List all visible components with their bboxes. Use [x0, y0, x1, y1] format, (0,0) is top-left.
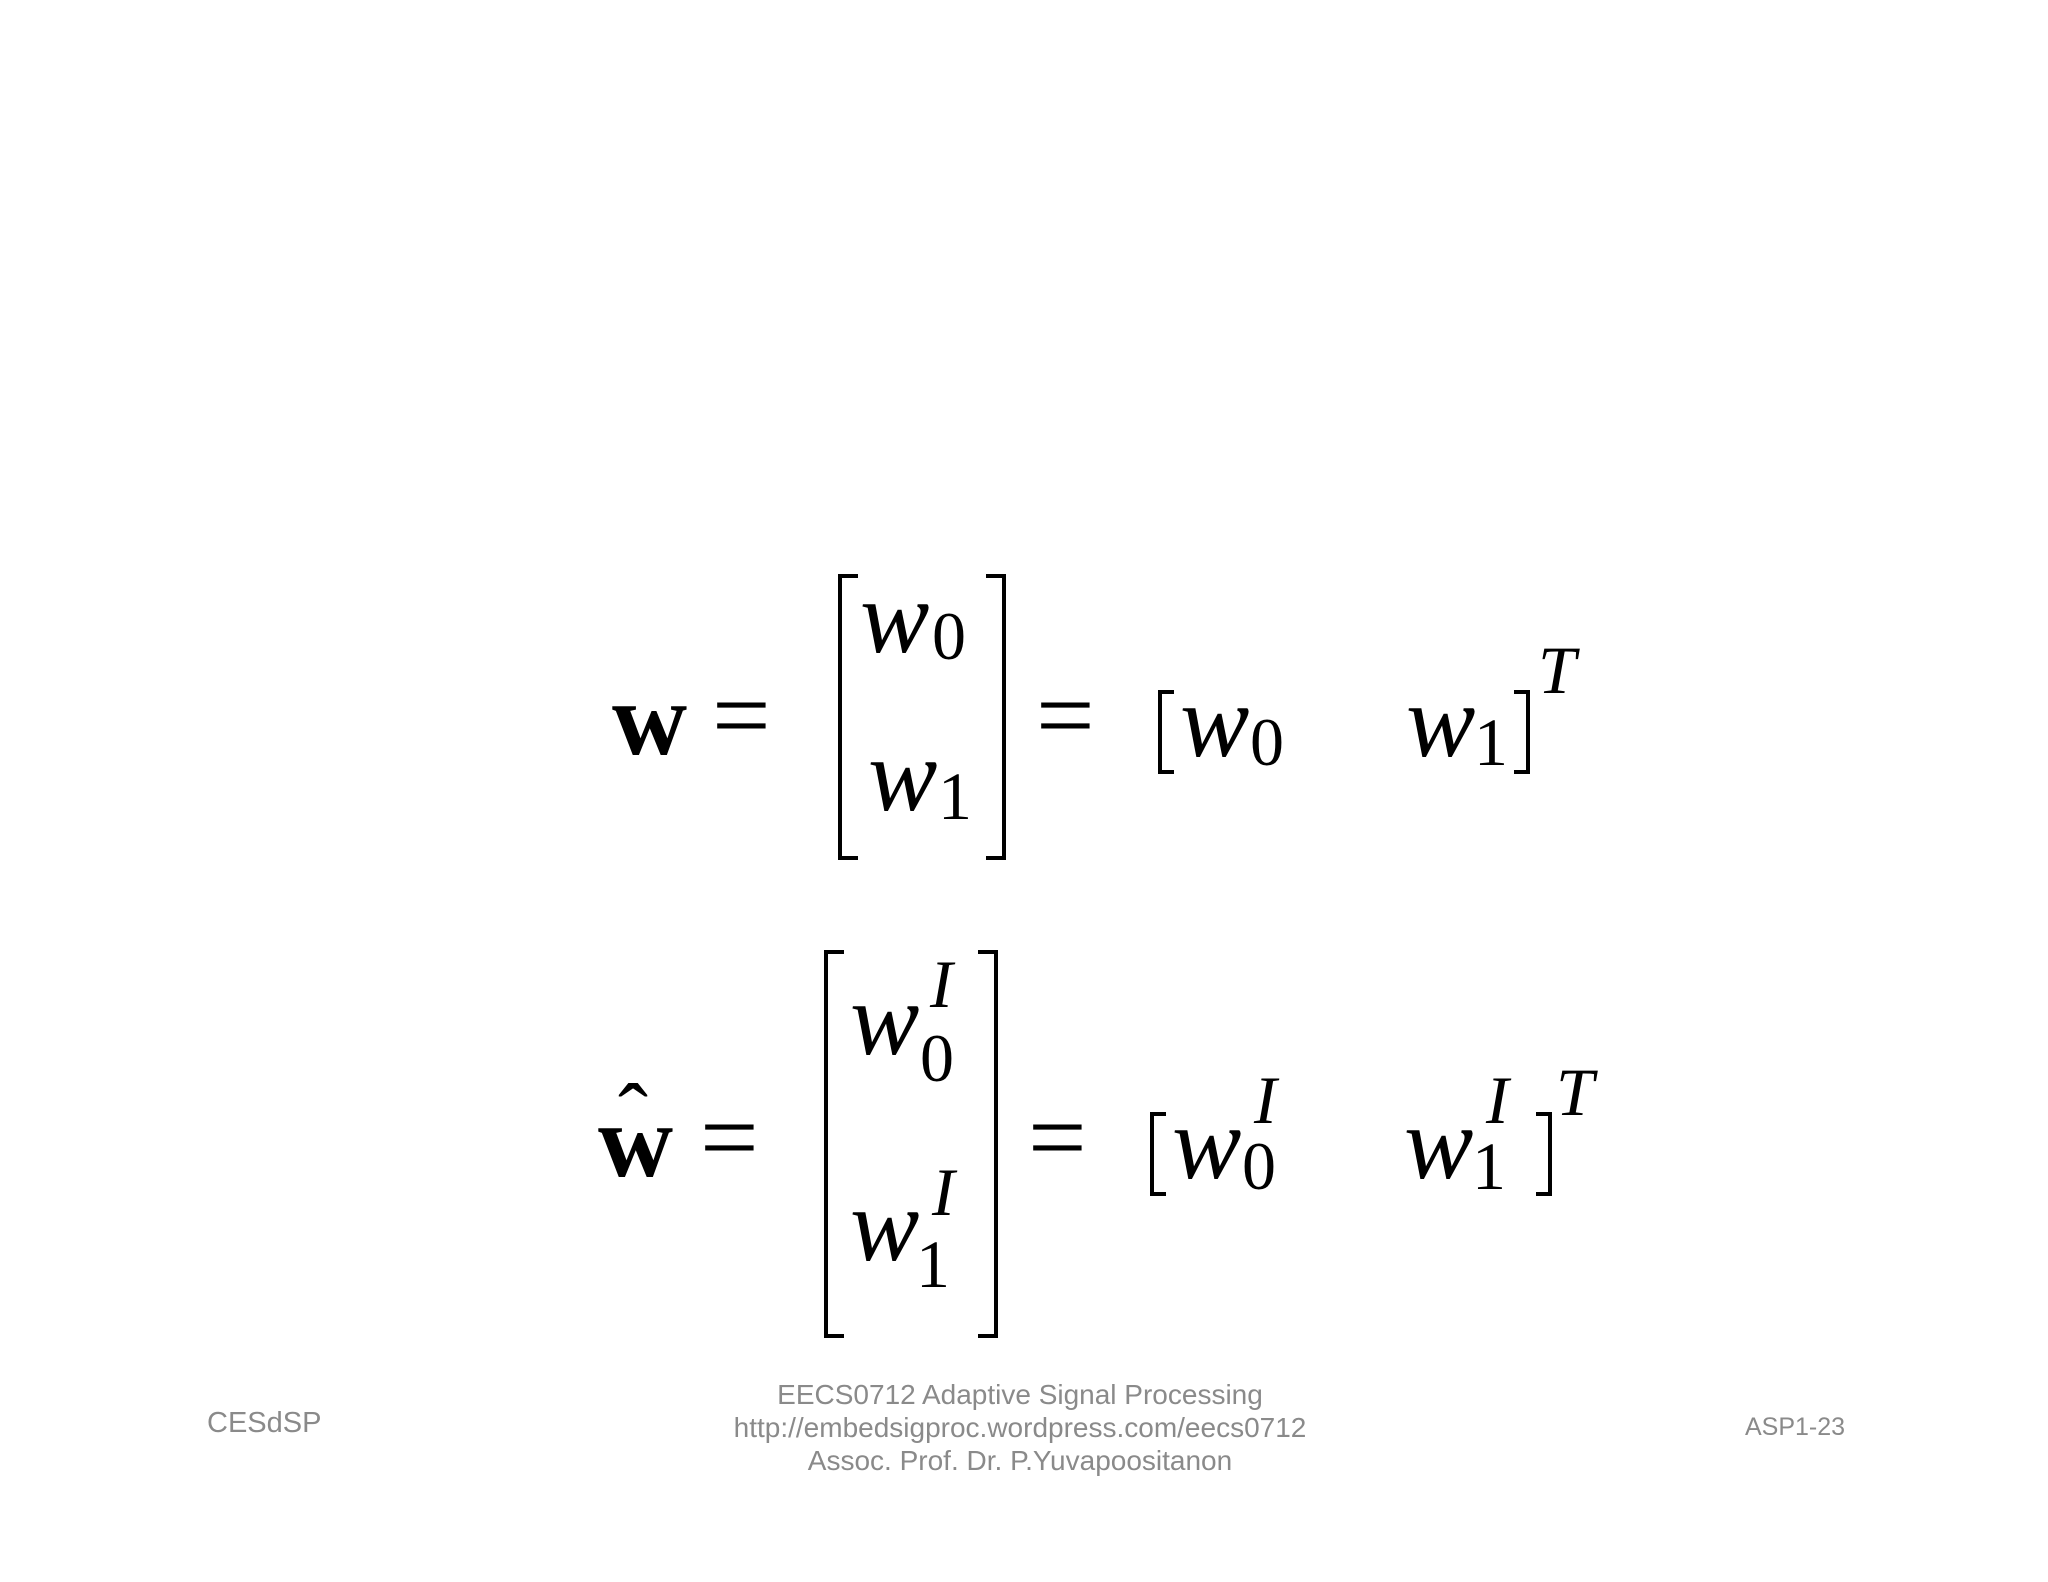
- eq1-lhs-vector: w: [612, 662, 688, 777]
- eq1-row-bracket-right: [1514, 690, 1530, 774]
- eq1-transpose: T: [1538, 632, 1576, 708]
- eq2-lhs-vector: w: [598, 1084, 674, 1199]
- eq1-col-bottom-base: w: [868, 718, 938, 833]
- footer-course-info: EECS0712 Adaptive Signal Processing http…: [650, 1378, 1390, 1477]
- eq2-lhs-hat: ˆ: [618, 1067, 648, 1166]
- eq2-col-bottom-sup: I: [932, 1154, 955, 1230]
- eq2-row-bracket-left: [1150, 1112, 1166, 1196]
- eq1-equals-1: =: [712, 658, 771, 773]
- eq2-row-first-base: w: [1172, 1086, 1242, 1201]
- eq1-row-first-base: w: [1180, 664, 1250, 779]
- eq2-col-top-base: w: [850, 962, 920, 1077]
- eq1-equals-2: =: [1036, 658, 1095, 773]
- eq2-row-bracket-right: [1536, 1112, 1552, 1196]
- eq1-row-second-base: w: [1406, 664, 1476, 779]
- eq2-col-bracket-right: [978, 950, 998, 1338]
- footer-course-url: http://embedsigproc.wordpress.com/eecs07…: [733, 1412, 1307, 1443]
- eq2-row-first-sup: I: [1254, 1062, 1277, 1138]
- eq1-col-bracket-left: [838, 574, 858, 860]
- eq2-col-top-sup: I: [930, 946, 953, 1022]
- eq2-transpose: T: [1556, 1054, 1594, 1130]
- eq1-row-bracket-left: [1158, 690, 1174, 774]
- eq2-col-bottom-base: w: [850, 1168, 920, 1283]
- eq2-equals-1: =: [700, 1080, 759, 1195]
- eq2-col-top-sub: 0: [920, 1020, 954, 1096]
- footer-instructor: Assoc. Prof. Dr. P.Yuvapoositanon: [807, 1445, 1233, 1476]
- eq1-col-bracket-right: [986, 574, 1006, 860]
- footer-course-title: EECS0712 Adaptive Signal Processing: [777, 1379, 1263, 1410]
- eq1-col-top-base: w: [860, 560, 930, 675]
- eq1-col-bottom-sub: 1: [938, 758, 972, 834]
- eq2-row-second-sub: 1: [1472, 1128, 1506, 1204]
- eq1-row-first-sub: 0: [1250, 704, 1284, 780]
- eq1-col-top-sub: 0: [932, 598, 966, 674]
- eq2-row-second-sup: I: [1486, 1062, 1509, 1138]
- eq2-col-bottom-sub: 1: [916, 1226, 950, 1302]
- footer-left-label: CESdSP: [207, 1407, 322, 1439]
- eq2-equals-2: =: [1028, 1080, 1087, 1195]
- footer-slide-number: ASP1-23: [1745, 1413, 1846, 1441]
- eq2-row-first-sub: 0: [1242, 1128, 1276, 1204]
- eq2-row-second-base: w: [1404, 1086, 1474, 1201]
- eq2-col-bracket-left: [824, 950, 844, 1338]
- eq1-row-second-sub: 1: [1474, 704, 1508, 780]
